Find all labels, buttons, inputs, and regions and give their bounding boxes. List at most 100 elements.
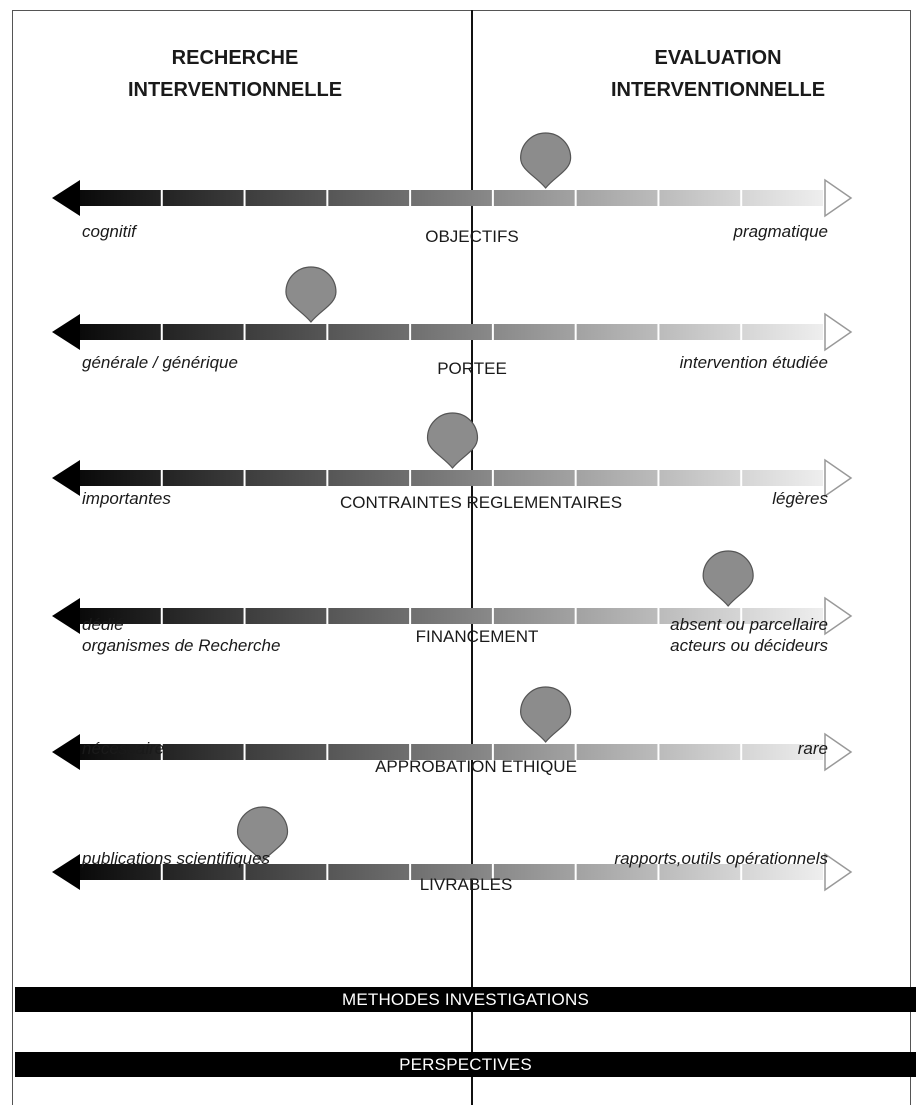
right-arrow-head: [824, 852, 853, 892]
header-right-line2: INTERVENTIONNELLE: [610, 79, 826, 101]
axis-left-label-line2: organismes de Recherche: [82, 636, 281, 655]
axis-title: PORTEE: [437, 359, 507, 378]
axis-right-label-line2: acteurs ou décideurs: [670, 636, 828, 655]
right-arrow-head: [824, 178, 853, 218]
axis-segment: [493, 470, 575, 486]
axis-segment: [80, 470, 161, 486]
axis-segment: [659, 608, 741, 624]
axis-segment: [328, 864, 410, 880]
axis-bar: [52, 686, 853, 772]
axis-segment: [245, 470, 327, 486]
axis-right-label: légères: [772, 489, 828, 508]
axis-row-financement: dédié organismes de Recherche FINANCEMEN…: [0, 550, 916, 708]
axis-segment: [162, 190, 244, 206]
axis-segment: [328, 608, 410, 624]
axis-right-label: rare: [797, 739, 828, 758]
axis-segment: [576, 744, 658, 760]
left-arrow-head: [52, 598, 80, 634]
marker-pin: [236, 806, 289, 863]
axis-segment: [493, 744, 575, 760]
axis-segment: [245, 608, 327, 624]
right-arrow-head: [824, 458, 853, 498]
methods-band: METHODES INVESTIGATIONS: [15, 987, 916, 1012]
axis-segment: [576, 190, 658, 206]
axis-right-label: pragmatique: [733, 222, 828, 241]
axis-title: OBJECTIFS: [425, 227, 519, 246]
axis-row-livrables: publications scientifiques LIVRABLES rap…: [0, 806, 916, 964]
left-arrow-head: [52, 314, 80, 350]
axis-segment: [659, 744, 741, 760]
axis-segment: [742, 608, 823, 624]
perspectives-band: PERSPECTIVES: [15, 1052, 916, 1077]
header-right-line1: EVALUATION: [654, 47, 782, 69]
axis-row-contraintes: importantes CONTRAINTES REGLEMENTAIRES l…: [0, 412, 916, 570]
perspectives-band-label: PERSPECTIVES: [399, 1055, 532, 1074]
marker-pin: [702, 550, 754, 607]
right-arrow-head: [824, 732, 853, 772]
axis-row-ethique: nécessaire APPROBATION ETHIQUE rare: [0, 686, 916, 844]
header-left-line2: INTERVENTIONNELLE: [127, 79, 343, 101]
methods-band-label: METHODES INVESTIGATIONS: [341, 990, 590, 1009]
axis-segment: [742, 744, 823, 760]
axis-segment: [80, 744, 161, 760]
axis-segment: [659, 864, 741, 880]
axis-left-label: publications scientifiques: [82, 849, 271, 868]
axis-right-label: absent ou parcellaire acteurs ou décideu…: [670, 614, 828, 656]
axis-right-label: rapports,outils opérationnels: [614, 849, 828, 868]
axis-segment: [80, 190, 161, 206]
axis-segment: [162, 744, 244, 760]
axis-title: CONTRAINTES REGLEMENTAIRES: [339, 493, 623, 512]
marker-pin: [426, 412, 479, 469]
marker-pin: [285, 266, 337, 323]
header-evaluation: EVALUATION INTERVENTIONNELLE: [573, 42, 863, 106]
axis-right-label: intervention étudiée: [679, 353, 828, 372]
axis-segment: [162, 470, 244, 486]
axis-segment: [162, 324, 244, 340]
axis-bar: [52, 266, 853, 352]
marker-pin: [520, 686, 572, 743]
left-arrow-head: [52, 734, 80, 770]
axis-segment: [328, 470, 410, 486]
header-recherche: RECHERCHE INTERVENTIONNELLE: [110, 42, 360, 106]
axis-segment: [742, 864, 823, 880]
axis-left-label-line1: dédié: [82, 615, 124, 634]
axis-segment: [576, 324, 658, 340]
axis-segment: [245, 744, 327, 760]
axis-left-label: générale / générique: [82, 353, 238, 372]
axis-title: FINANCEMENT: [415, 627, 539, 646]
header-left-line1: RECHERCHE: [171, 47, 299, 69]
axis-segment: [576, 608, 658, 624]
axis-segment: [411, 324, 492, 340]
axis-segment: [245, 190, 327, 206]
axis-left-label: cognitif: [82, 222, 136, 241]
axis-row-objectifs: cognitif OBJECTIFS pragmatique: [0, 132, 916, 290]
left-arrow-head: [52, 180, 80, 216]
axis-left-label: nécessaire: [82, 739, 165, 758]
axis-bar: [52, 412, 853, 498]
axis-segment: [411, 608, 492, 624]
axis-segment: [80, 324, 161, 340]
axis-segment: [742, 324, 823, 340]
axis-bar: [52, 550, 853, 636]
axis-segment: [493, 324, 575, 340]
marker-pin: [520, 132, 572, 189]
axis-segment: [328, 190, 410, 206]
axis-title: LIVRABLES: [419, 875, 513, 894]
left-arrow-head: [52, 854, 80, 890]
axis-segment: [411, 470, 492, 486]
axis-segment: [659, 324, 741, 340]
axis-segment: [742, 470, 823, 486]
axis-segment: [162, 864, 244, 880]
axis-segment: [742, 190, 823, 206]
axis-segment: [576, 864, 658, 880]
axis-left-label: dédié organismes de Recherche: [82, 614, 280, 656]
axis-bar: [52, 132, 853, 218]
diagram-frame: [12, 10, 911, 1105]
axis-segment: [162, 608, 244, 624]
axis-segment: [328, 744, 410, 760]
axis-segment: [411, 864, 492, 880]
axis-segment: [493, 864, 575, 880]
axis-segment: [80, 864, 161, 880]
axis-segment: [411, 190, 492, 206]
axis-row-portee: générale / générique PORTEE intervention…: [0, 266, 916, 424]
